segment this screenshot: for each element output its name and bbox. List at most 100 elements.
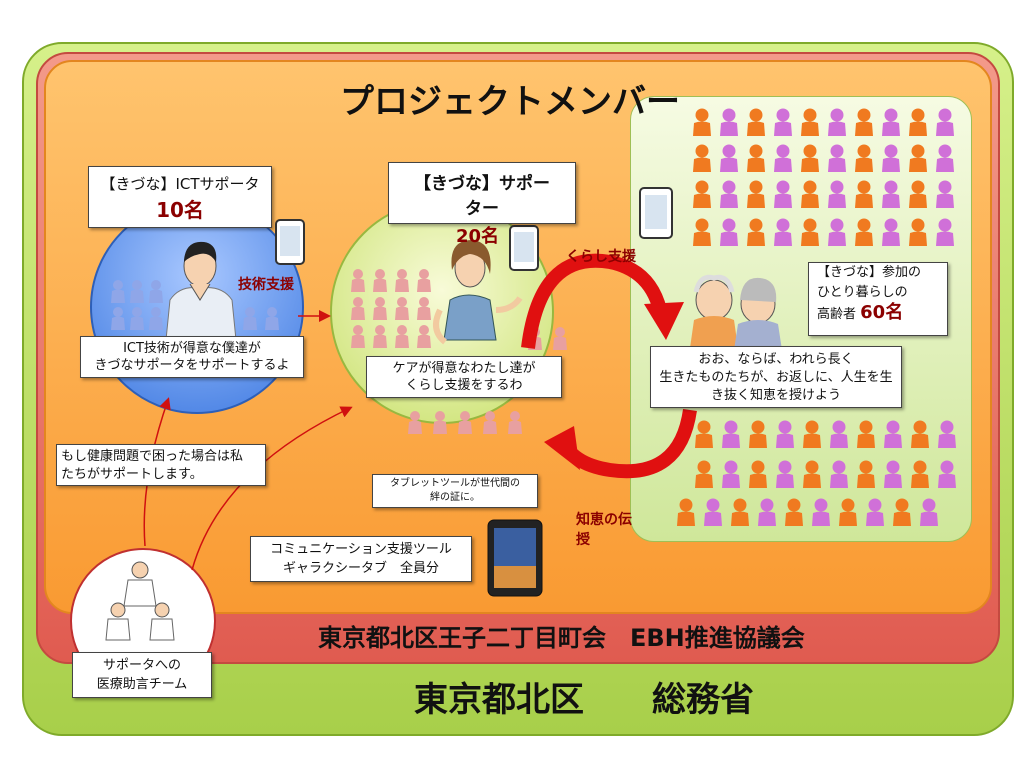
kizuna-supporter-speech: ケアが得意なわたし達が くらし支援をするわ [366,356,562,398]
elderly-figure [909,218,927,246]
kizuna-speech-line: くらし支援をするわ [405,378,523,393]
elderly-speech-line: 生きたものたちが、お返しに、人生を生 [659,370,893,385]
elderly-figure [803,460,821,488]
elderly-figure [803,420,821,448]
elderly-figure [884,460,902,488]
tool-note-line: ギャラクシータブ 全員分 [282,561,439,576]
health-note-line: もし健康問題で困った場合は私 [61,449,244,464]
elderly-figure [693,144,711,172]
tablet-icons [275,187,673,271]
tablet-note-line: 絆の証に。 [430,492,480,503]
elderly-figure [828,180,846,208]
elderly-figure [695,460,713,488]
elderly-figure [749,460,767,488]
ict-supporter-name: 【きづな】ICTサポータ [100,175,260,193]
elderly-figure [776,420,794,448]
elderly-figure [830,420,848,448]
tablet-note-line: タブレットツールが世代間の [390,478,520,489]
elderly-figure [884,420,902,448]
ict-speech-line: ICT技術が得意な僕達が [123,341,261,356]
elderly-figure [801,180,819,208]
kizuna-small-figures [351,269,567,434]
elderly-figure [839,498,857,526]
elderly-figure [774,108,792,136]
wisdom-label-line: 知恵の伝 [576,512,632,528]
elderly-figure [801,218,819,246]
council-label: 東京都北区王子二丁目町会 EBH推進協議会 [318,624,805,652]
elderly-figure [882,218,900,246]
elderly-figure [749,420,767,448]
elderly-figure [828,218,846,246]
medical-team-figures [105,561,175,641]
elderly-figure [747,218,765,246]
elderly-label-line: 【きづな】参加の [817,265,922,280]
wisdom-label-line: 授 [576,532,590,548]
elderly-figure [776,460,794,488]
ict-speech-line: きづなサポータをサポートするよ [94,358,290,373]
wisdom-transfer-label: 知恵の伝 授 [576,510,632,550]
project-title: プロジェクトメンバー [340,82,680,122]
health-note-line: たちがサポートします。 [61,467,203,482]
elderly-figure [812,498,830,526]
sponsor-label: 東京都北区 総務省 [414,680,754,720]
life-support-label: くらし支援 [566,249,636,265]
elderly-speech: おお、ならば、われら長く 生きたものたちが、お返しに、人生を生 き抜く知恵を授け… [650,346,902,408]
elderly-figure [920,498,938,526]
elderly-label-line: ひとり暮らしの [817,285,908,300]
elderly-figure [855,180,873,208]
elderly-figure [882,144,900,172]
elderly-figure [722,460,740,488]
elderly-figure [911,460,929,488]
kizuna-supporter-person [433,240,523,345]
elderly-figure [882,108,900,136]
ict-supporter-person [165,241,237,341]
elderly-figure [720,180,738,208]
elderly-figure [758,498,776,526]
elderly-figure [909,144,927,172]
kizuna-supporter-name: 【きづな】サポー [414,174,550,194]
elderly-figure [774,180,792,208]
elderly-figure [774,144,792,172]
elderly-figure [866,498,884,526]
elderly-label-line: 高齢者 [817,307,857,322]
elderly-figure [801,144,819,172]
elderly-figure [801,108,819,136]
elderly-figure [720,108,738,136]
ict-supporter-label: 【きづな】ICTサポータ 10名 [88,166,272,228]
elderly-figure [893,498,911,526]
medical-team-line: サポータへの [102,658,181,673]
elderly-figure [936,108,954,136]
elderly-figure [695,420,713,448]
elderly-figure [720,144,738,172]
tool-note-line: コミュニケーション支援ツール [270,542,452,557]
elderly-figures [677,108,956,526]
communication-tool-note: コミュニケーション支援ツール ギャラクシータブ 全員分 [250,536,472,582]
elderly-figure [909,180,927,208]
kizuna-speech-line: ケアが得意なわたし達が [392,361,536,376]
elderly-figure [936,218,954,246]
elderly-count: 60名 [860,302,904,323]
health-support-note: もし健康問題で困った場合は私 たちがサポートします。 [56,444,266,486]
elderly-label: 【きづな】参加の ひとり暮らしの 高齢者 60名 [808,262,948,336]
ict-supporter-speech: ICT技術が得意な僕達が きづなサポータをサポートするよ [80,336,304,378]
elderly-figure [828,144,846,172]
elderly-figure [855,108,873,136]
medical-team-line: 医療助言チーム [96,677,188,692]
elderly-figure [704,498,722,526]
elderly-figure [828,108,846,136]
elderly-figure [857,460,875,488]
elderly-speech-line: き抜く知恵を授けよう [710,388,841,403]
cycle-arrows [521,253,697,479]
elderly-figure [855,144,873,172]
elderly-figure [720,218,738,246]
elderly-figure [774,218,792,246]
elderly-figure [731,498,749,526]
elderly-figure [693,108,711,136]
elderly-couple [690,274,782,350]
galaxy-tab-device [487,519,543,597]
kizuna-supporter-label: 【きづな】サポー ター [388,162,576,224]
kizuna-supporter-count: 20名 [456,226,500,247]
elderly-figure [936,180,954,208]
